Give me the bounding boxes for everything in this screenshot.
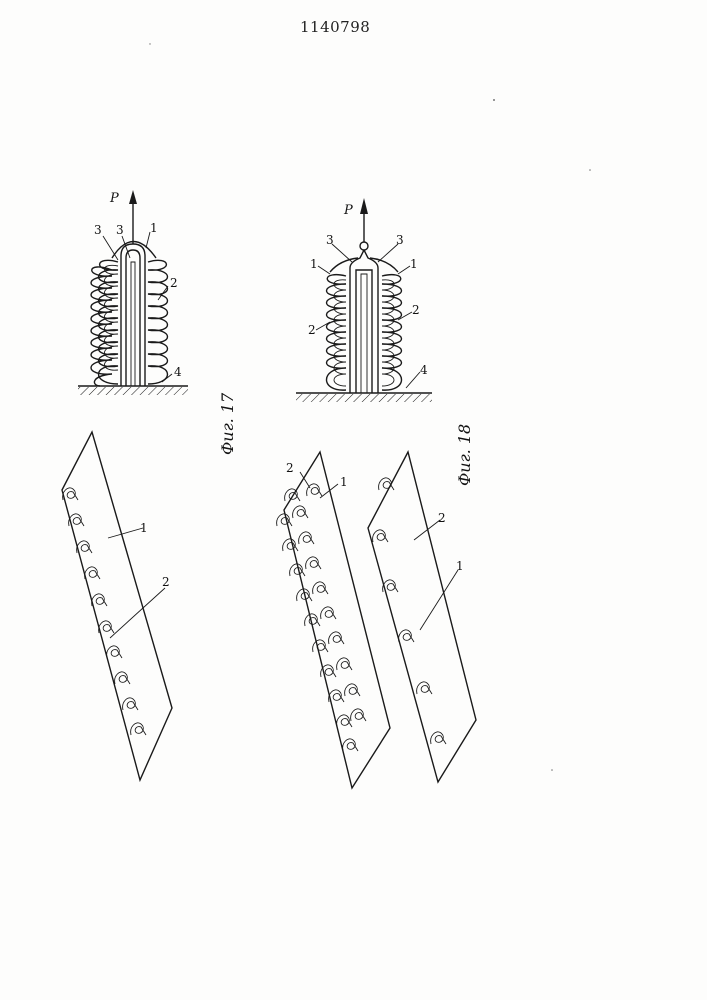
fig18-elevation bbox=[296, 198, 432, 402]
fig17-label-4: 4 bbox=[174, 365, 182, 379]
fig18-label-1a: 1 bbox=[310, 257, 318, 271]
fig18-plan-right-label-1: 1 bbox=[456, 559, 464, 573]
fig18-plan-left-label-2: 2 bbox=[286, 461, 294, 475]
fig18-plan-right-label-2: 2 bbox=[438, 511, 446, 525]
fig18-label-2a: 2 bbox=[308, 323, 316, 337]
fig18-plan-left bbox=[277, 452, 390, 788]
fig18-label-3b: 3 bbox=[396, 233, 404, 247]
fig17-label-3a: 3 bbox=[94, 223, 102, 237]
fig18-label-3a: 3 bbox=[326, 233, 334, 247]
fig17-label-3b: 3 bbox=[116, 223, 124, 237]
fig17-force-label: P bbox=[109, 191, 119, 206]
fig18-label-1b: 1 bbox=[410, 257, 418, 271]
fig18-plan-left-label-1: 1 bbox=[340, 475, 348, 489]
fig17-plan-label-2: 2 bbox=[162, 575, 170, 589]
fig18-plan-right bbox=[368, 452, 476, 782]
fig17-caption: Фиг. 17 bbox=[218, 392, 237, 455]
fig18-caption: Фиг. 18 bbox=[455, 424, 474, 486]
fig18-label-4: 4 bbox=[420, 363, 428, 377]
fig17-elevation bbox=[78, 190, 188, 395]
fig17-plan-label-1: 1 bbox=[140, 521, 148, 535]
fig17-label-1: 1 bbox=[150, 221, 158, 235]
fig17-label-2: 2 bbox=[170, 276, 178, 290]
scan-specks bbox=[149, 43, 591, 771]
fig18-force-label: P bbox=[343, 203, 353, 218]
fig17-plan bbox=[62, 432, 172, 780]
fig18-label-2b: 2 bbox=[412, 303, 420, 317]
